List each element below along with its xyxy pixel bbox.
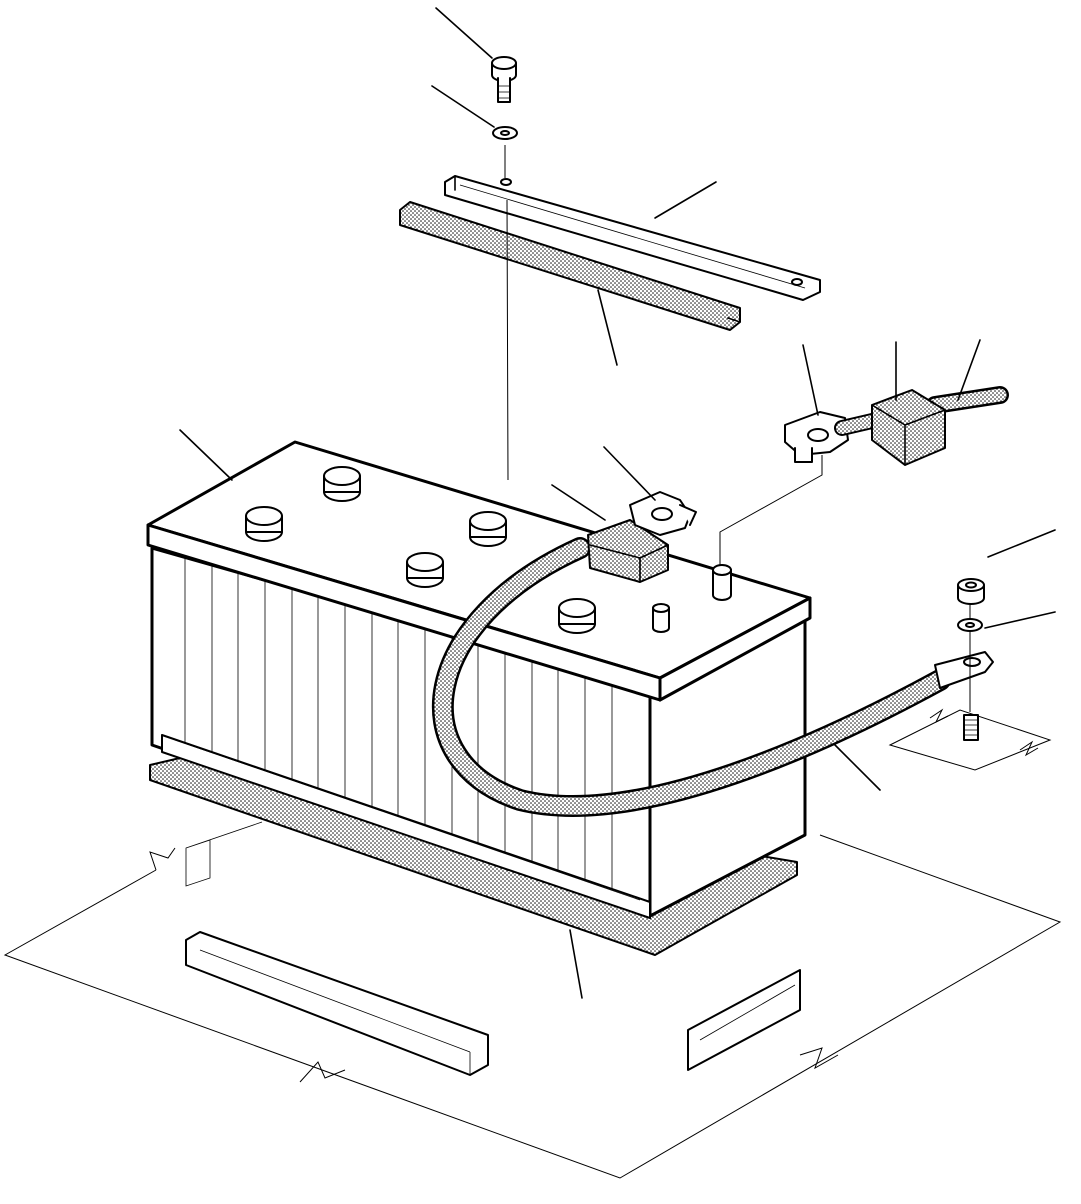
ground-nut	[957, 578, 985, 605]
hold-down-clamp-bar	[444, 175, 821, 301]
leader-lines	[179, 7, 1056, 999]
clamp-rubber-pad	[399, 201, 741, 331]
lock-washer	[492, 126, 518, 140]
ground-cable	[934, 651, 994, 689]
assembly-centerline	[504, 145, 509, 481]
battery-tray	[3, 821, 1062, 1179]
ground-stud	[888, 600, 1052, 771]
terminal-posts	[652, 564, 732, 633]
positive-terminal-clamp	[629, 491, 697, 536]
terminal-cover	[587, 519, 669, 583]
vent-caps	[245, 466, 596, 634]
negative-terminal-cover	[871, 389, 946, 466]
battery	[146, 440, 812, 919]
negative-cable	[432, 537, 951, 817]
ground-washer	[957, 618, 983, 632]
negative-terminal-clamp	[719, 411, 849, 565]
mounting-bolt	[491, 56, 517, 103]
